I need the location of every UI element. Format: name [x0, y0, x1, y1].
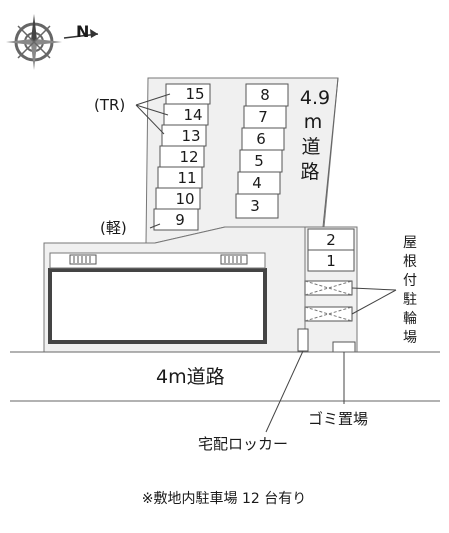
parking-slot-9 — [153, 208, 199, 231]
slot-number: 11 — [177, 169, 196, 187]
slot-number: 4 — [252, 174, 262, 192]
south-road-label: 4m道路 — [156, 366, 225, 388]
building-vents — [69, 254, 248, 265]
garbage-label: ゴミ置場 — [308, 410, 368, 428]
compass-icon — [6, 14, 99, 70]
slot-number: 1 — [326, 252, 336, 270]
kei-label: (軽) — [100, 219, 127, 237]
bicycle-label-char: 輪 — [403, 310, 417, 327]
slot-number: 13 — [181, 127, 200, 145]
garbage-area — [332, 341, 356, 353]
bicycle-label-char: 駐 — [403, 292, 417, 308]
east-road-width: 4.9 — [300, 87, 330, 109]
east-road-unit: m — [304, 111, 323, 133]
compass-north-label: N — [76, 22, 89, 41]
bicycle-label-char: 根 — [403, 254, 417, 270]
parking-count-note: ※敷地内駐車場 12 台有り — [142, 490, 306, 507]
parking-slot-1 — [307, 249, 355, 272]
parking-slot-3 — [235, 193, 279, 219]
building-upper-strip — [49, 252, 266, 269]
east-road-char-2: 路 — [300, 161, 319, 183]
slot-number: 12 — [179, 148, 198, 166]
slot-number: 6 — [256, 130, 266, 148]
bicycle-label-char: 付 — [403, 273, 417, 289]
slot-number: 15 — [185, 85, 204, 103]
slot-number: 7 — [258, 108, 268, 126]
slot-number: 10 — [175, 190, 194, 208]
east-road-char-1: 道 — [301, 136, 320, 158]
slot-number: 3 — [250, 197, 260, 215]
bicycle-label-char: 場 — [403, 330, 417, 346]
slot-number: 14 — [183, 106, 202, 124]
locker-leader-line — [265, 350, 304, 433]
east-road-edge — [322, 77, 339, 228]
bicycle-parking-area — [304, 280, 353, 322]
slot-number: 2 — [326, 231, 336, 249]
building-outline — [48, 268, 267, 344]
kei-leader-line — [149, 223, 161, 229]
slot-number: 8 — [260, 86, 270, 104]
locker-label: 宅配ロッカー — [198, 435, 288, 453]
tr-label: (TR) — [94, 96, 125, 114]
slot-number: 9 — [175, 211, 185, 229]
slot-number: 5 — [254, 152, 264, 170]
slot-column-left — [153, 83, 211, 231]
delivery-locker — [297, 328, 309, 352]
bicycle-label-char: 屋 — [403, 235, 417, 251]
bicycle-leader-lines — [351, 287, 397, 315]
tr-leader-lines — [135, 93, 171, 135]
slot-column-right — [235, 83, 289, 219]
